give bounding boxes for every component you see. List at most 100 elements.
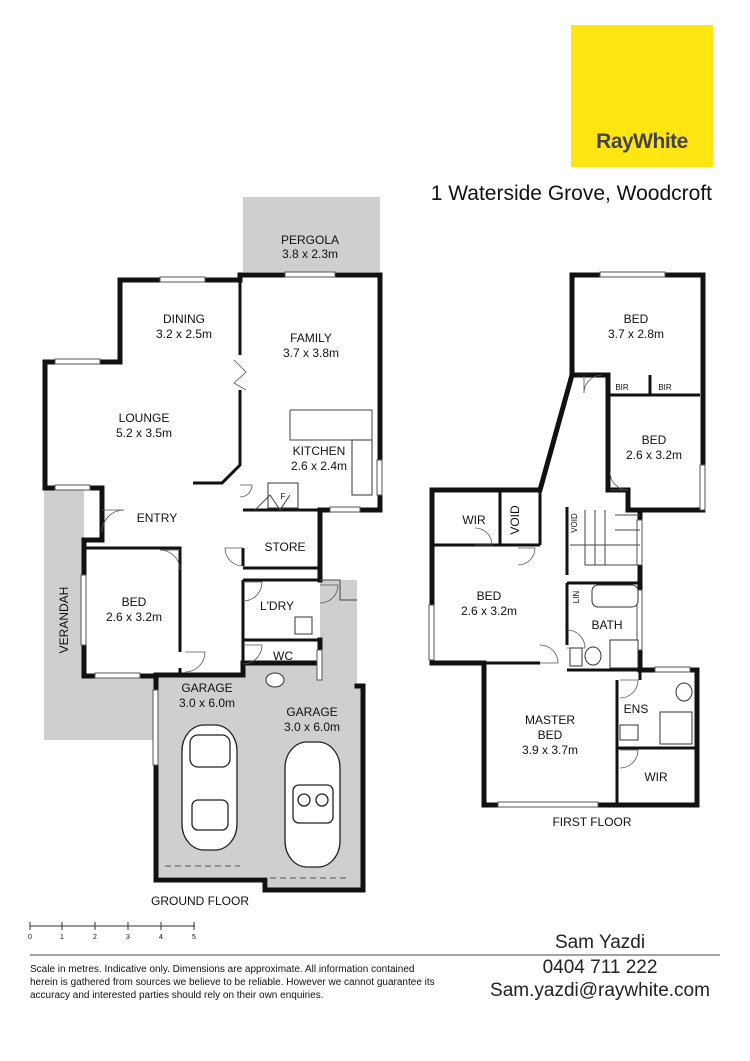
room-dims: 3.7 x 3.8m [283,346,339,360]
stairs [570,510,640,566]
room-name: KITCHEN [293,444,346,458]
ensuite-shower [659,711,693,745]
disclaimer-line: accuracy and interested parties should r… [30,990,324,1001]
door-garage [184,651,206,673]
first-floor-plan [428,271,706,808]
agent-contact: Sam Yazdi 0404 711 222 Sam.yazdi@raywhit… [490,932,710,1001]
door-wir2 [619,749,639,769]
raywhite-logo: RayWhite [571,25,713,167]
room-name: BED [624,312,649,326]
room-name: STORE [264,540,305,554]
toilet [584,646,602,666]
window [699,464,706,511]
garage-step [320,579,357,601]
room-name: BED [642,433,667,447]
ground-wall-top [117,272,383,513]
property-address: 1 Waterside Grove, Woodcroft [431,182,712,205]
window [80,574,87,646]
scale-tick: 4 [159,934,163,941]
verandah-area [44,488,84,740]
disclaimer: Scale in metres. Indicative only. Dimens… [30,964,435,1001]
fridge-label: F [281,492,286,501]
room-name: L'DRY [260,599,294,613]
door-kitchen [239,484,253,498]
room-name: LIN [572,591,581,604]
window [636,589,643,651]
door-bed [159,549,181,571]
door-wir [474,527,493,546]
door-master [539,644,559,664]
first-wall-bed1 [569,272,706,513]
agent-phone: 0404 711 222 [543,957,658,978]
shower [609,639,639,669]
bifold-door [233,359,247,391]
room-dims: 2.6 x 2.4m [291,459,347,473]
laundry-tub [294,616,313,635]
window [428,604,435,661]
scale-tick: 0 [28,934,32,941]
room-name: PERGOLA [281,233,339,247]
floor-caption: FIRST FLOOR [552,815,631,829]
ensuite-vanity [619,724,639,741]
room-name: FAMILY [290,331,332,345]
door-bed1 [583,374,603,394]
room-name: GARAGE [181,681,232,695]
room-name: VOID [570,513,579,533]
scale-tick: 3 [126,934,130,941]
window [599,271,666,278]
window [636,519,643,566]
room-name: WIR [462,513,486,527]
fridge-space [267,482,299,509]
door-laundry [242,581,263,602]
pergola-area [243,197,380,272]
stairs [254,494,291,511]
wall-store [243,508,322,580]
window [54,358,101,365]
room-name: DINING [163,312,205,326]
room-name: WIR [644,770,668,784]
bathtub [591,584,639,608]
window [284,271,336,278]
room-dims: 3.9 x 3.7m [522,743,578,757]
window [654,666,691,673]
wall-lounge-kitchen [193,390,242,485]
room-dims: 5.2 x 3.5m [116,426,172,440]
door-bath [566,629,586,649]
room-dims: 2.6 x 3.2m [626,448,682,462]
door-store [224,547,244,567]
scale-tick: 1 [60,934,64,941]
room-name: BIR [615,383,629,392]
room-name: MASTER [525,713,575,727]
wall-bed-top [84,546,182,652]
room-dims: 3.0 x 6.0m [284,720,340,734]
room-dims: 3.8 x 2.3m [282,247,338,261]
window [54,484,91,491]
room-name: VOID [508,505,522,535]
room-name: LOUNGE [119,411,170,425]
vanity [569,647,583,667]
disclaimer-line: Scale in metres. Indicative only. Dimens… [30,964,414,975]
car-icon [181,724,238,851]
logo-text: RayWhite [596,130,688,153]
room-name: WC [273,649,293,663]
room-name: BED [122,595,147,609]
room-dims: 2.6 x 3.2m [461,604,517,618]
room-name: ENS [624,702,649,716]
room-name: BED [538,728,563,742]
room-name: BED [477,589,502,603]
ensuite-toilet [675,682,693,702]
window [316,649,323,681]
scale-tick: 2 [93,934,97,941]
room-name: BIR [658,383,672,392]
agent-email[interactable]: Sam.yazdi@raywhite.com [490,980,710,1001]
door-wc [242,644,263,665]
ground-wall-garage [153,683,366,893]
room-name: GARAGE [286,705,337,719]
first-floor-labels: BED 3.7 x 2.8m BIR BIR BED 2.6 x 3.2m WI… [461,312,682,829]
logo-background [571,25,713,167]
scale-bar: 0 1 2 3 4 5 [28,922,196,941]
convertible-car-icon [284,741,341,868]
room-dims: 3.2 x 2.5m [156,327,212,341]
scale-tick: 5 [192,934,196,941]
